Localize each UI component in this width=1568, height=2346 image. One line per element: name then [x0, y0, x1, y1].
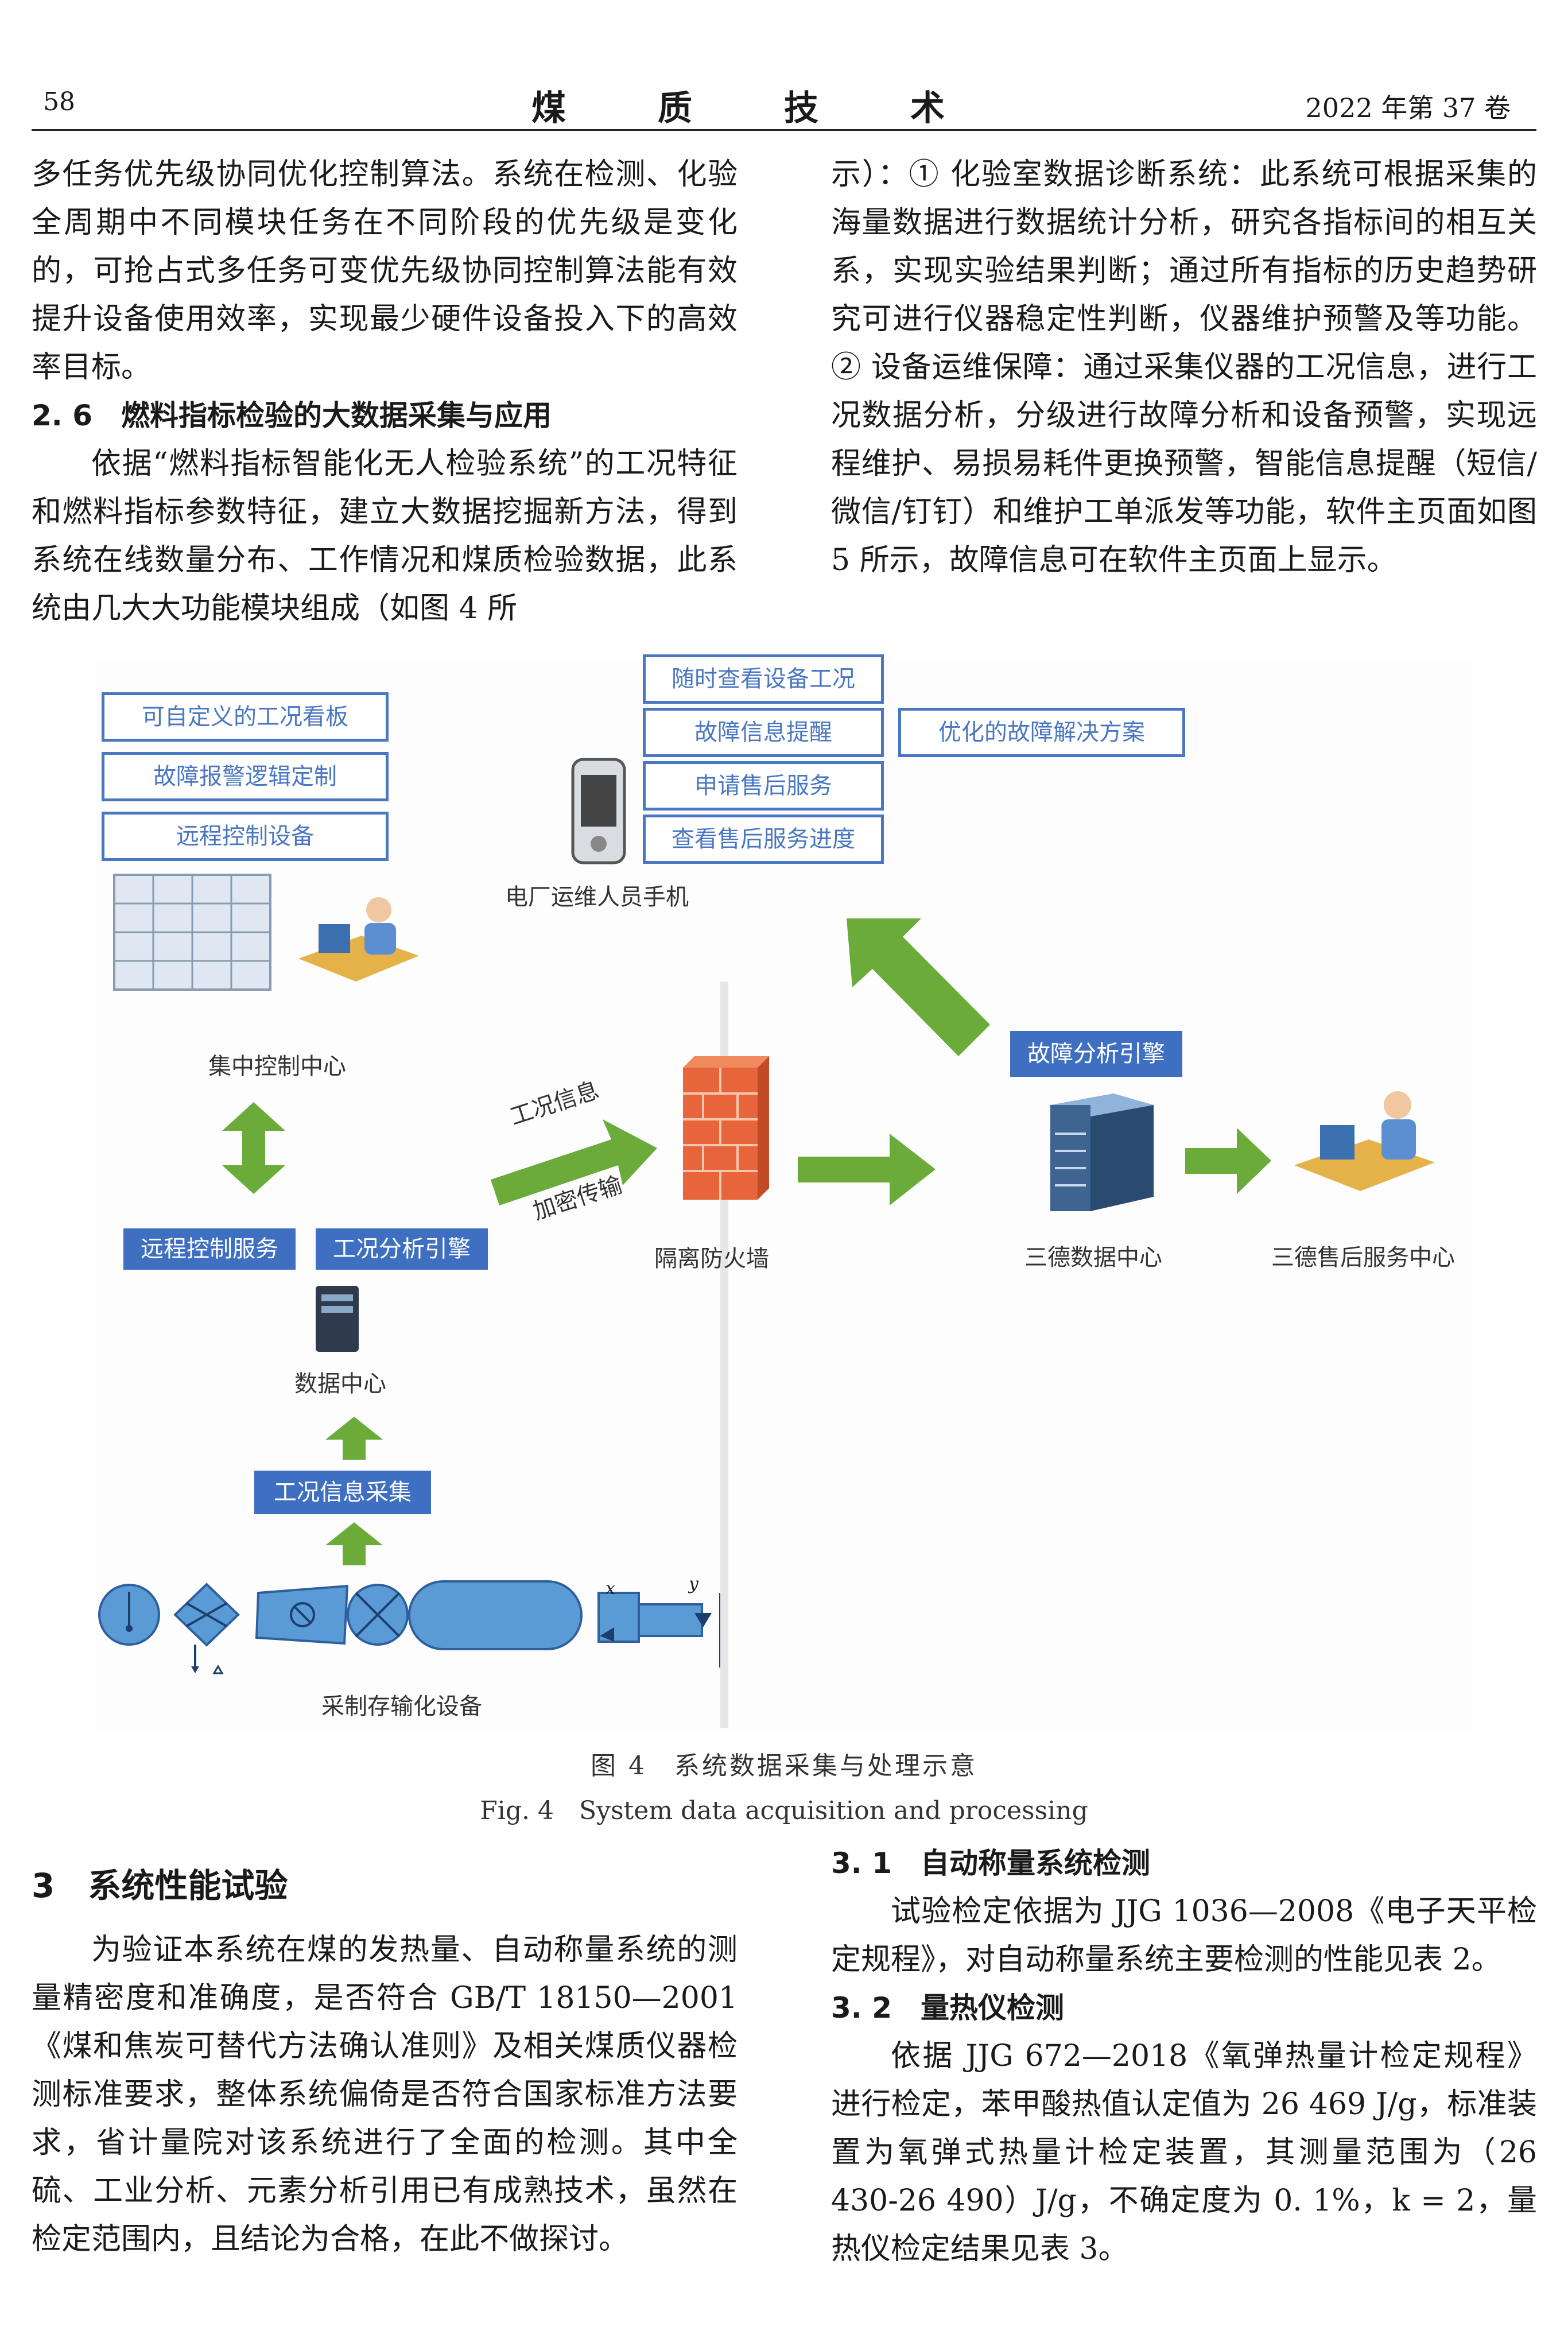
fault-notice-box: 故障信息提醒 — [643, 708, 884, 757]
video-wall-icon — [113, 874, 271, 991]
symbol-x: x — [606, 1579, 615, 1599]
remote-control-device-box: 远程控制设备 — [102, 812, 389, 861]
paragraph: 试验检定依据为 JJG 1036—2008《电子天平检定规程》，对自动称量系统主… — [831, 1894, 1537, 1977]
equipment-symbols — [98, 1580, 721, 1674]
section-heading-3-2: 3. 2 量热仪检测 — [831, 1991, 1064, 2025]
header-rule — [32, 129, 1536, 131]
section-heading-3-1: 3. 1 自动称量系统检测 — [831, 1847, 1150, 1880]
firewall-icon — [683, 1056, 769, 1200]
figure-4: 可自定义的工况看板 故障报警逻辑定制 远程控制设备 集中控制中心 远程控制服务 … — [95, 654, 1472, 1734]
up-arrow — [325, 1417, 383, 1460]
service-center-workstation-icon — [1294, 1091, 1435, 1191]
server-icon — [316, 1286, 359, 1352]
sande-service-center-label: 三德售后服务中心 — [1271, 1244, 1455, 1271]
fault-analysis-engine-box: 故障分析引擎 — [1010, 1031, 1182, 1077]
condition-collection-box: 工况信息采集 — [254, 1471, 431, 1514]
figure-caption-en: Fig. 4 System data acquisition and proce… — [480, 1796, 1088, 1825]
running-header: 58 煤质技术 2022 年第 37 卷 — [32, 80, 1536, 129]
section-heading-3: 3 系统性能试验 — [32, 1866, 288, 1905]
right-column-bottom: 3. 1 自动称量系统检测 试验检定依据为 JJG 1036—2008《电子天平… — [831, 1839, 1537, 2273]
remote-control-service-box: 远程控制服务 — [123, 1228, 296, 1270]
right-arrow — [798, 1134, 936, 1205]
request-service-box: 申请售后服务 — [643, 761, 884, 811]
left-column-bottom: 3 系统性能试验 为验证本系统在煤的发热量、自动称量系统的测量精密度和准确度，是… — [32, 1857, 738, 2263]
paragraph: 示）：① 化验室数据诊断系统：此系统可根据采集的海量数据进行数据统计分析，研究各… — [831, 157, 1537, 577]
journal-title: 煤质技术 — [531, 88, 1037, 129]
view-equipment-status-box: 随时查看设备工况 — [643, 654, 884, 704]
custom-dashboard-box: 可自定义的工况看板 — [102, 692, 389, 742]
condition-analysis-engine-box: 工况分析引擎 — [316, 1228, 488, 1270]
symbol-y: y — [689, 1574, 698, 1594]
right-arrow — [1185, 1128, 1271, 1194]
fault-alarm-logic-box: 故障报警逻辑定制 — [102, 752, 389, 801]
service-progress-box: 查看售后服务进度 — [643, 815, 884, 864]
sande-data-center-label: 三德数据中心 — [1024, 1244, 1162, 1271]
up-arrow — [325, 1522, 383, 1565]
figure-caption-cn: 图 4 系统数据采集与处理示意 — [591, 1751, 977, 1781]
firewall-label: 隔离防火墙 — [654, 1246, 769, 1272]
section-heading-2-6: 2. 6 燃料指标检验的大数据采集与应用 — [32, 399, 552, 432]
equipment-label: 采制存输化设备 — [321, 1693, 482, 1720]
bidirectional-arrow — [222, 1102, 285, 1194]
up-left-arrow — [847, 918, 990, 1056]
optimized-solution-box: 优化的故障解决方案 — [898, 708, 1185, 757]
phone-icon — [571, 758, 626, 864]
left-column-top: 多任务优先级协同优化控制算法。系统在检测、化验全周期中不同模块任务在不同阶段的优… — [32, 150, 738, 633]
operator-workstation-icon — [298, 897, 419, 982]
phone-label: 电厂运维人员手机 — [505, 884, 689, 910]
paragraph: 依据 JJG 672—2018《氧弹热量计检定规程》进行检定，苯甲酸热值认定值为… — [831, 2039, 1537, 2266]
paragraph: 依据“燃料指标智能化无人检验系统”的工况特征和燃料指标参数特征，建立大数据挖掘新… — [32, 447, 738, 626]
data-center-server-icon — [1050, 1093, 1154, 1211]
volume-info: 2022 年第 37 卷 — [1305, 92, 1511, 123]
page-number: 58 — [43, 87, 75, 117]
data-center-label: 数据中心 — [294, 1371, 386, 1397]
paragraph: 多任务优先级协同优化控制算法。系统在检测、化验全周期中不同模块任务在不同阶段的优… — [32, 157, 738, 385]
paragraph: 为验证本系统在煤的发热量、自动称量系统的测量精密度和准确度，是否符合 GB/T … — [32, 1933, 738, 2256]
right-column-top: 示）：① 化验室数据诊断系统：此系统可根据采集的海量数据进行数据统计分析，研究各… — [831, 150, 1537, 584]
encrypted-transfer-arrow — [491, 1119, 657, 1205]
control-center-label: 集中控制中心 — [208, 1053, 346, 1080]
